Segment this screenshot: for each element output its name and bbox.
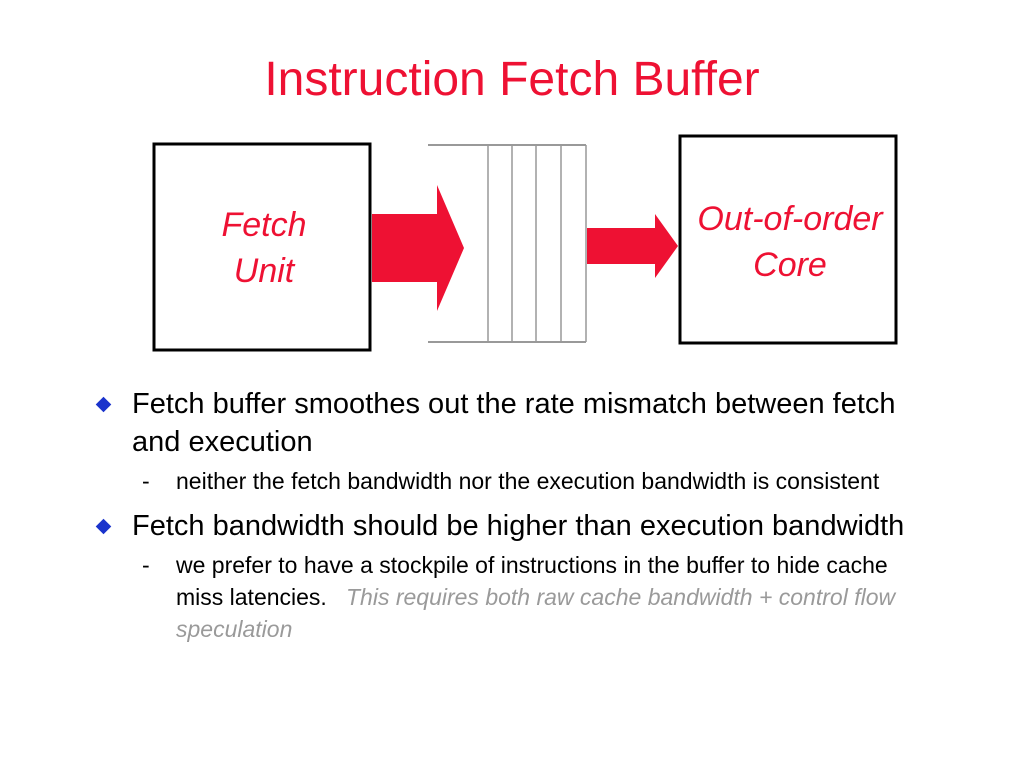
- fetch-buffer: [428, 144, 587, 343]
- bullet-list: Fetch buffer smoothes out the rate misma…: [92, 385, 932, 655]
- sub-bullet-list: - we prefer to have a stockpile of instr…: [132, 549, 932, 645]
- fetch-unit-label-line1: Fetch: [221, 206, 306, 244]
- diamond-bullet-icon: [95, 396, 112, 413]
- fetch-unit-box: [152, 142, 372, 352]
- sub-bullet-list: - neither the fetch bandwidth nor the ex…: [132, 465, 932, 497]
- bullet-text: Fetch bandwidth should be higher than ex…: [132, 510, 905, 542]
- core-label-line1: Out-of-order: [697, 200, 884, 238]
- fetch-to-buffer-arrow: [372, 185, 464, 311]
- sub-bullet-item: - neither the fetch bandwidth nor the ex…: [132, 465, 932, 497]
- sub-bullet-text: neither the fetch bandwidth nor the exec…: [176, 468, 880, 494]
- slide-title: Instruction Fetch Buffer: [264, 53, 760, 106]
- core-label-line2: Core: [753, 246, 827, 284]
- bullet-item: Fetch buffer smoothes out the rate misma…: [92, 385, 932, 497]
- diamond-bullet-icon: [95, 518, 112, 535]
- dash-marker: -: [142, 468, 150, 494]
- fetch-unit-label-line2: Unit: [234, 252, 296, 290]
- buffer-to-core-arrow: [587, 214, 678, 278]
- dash-marker: -: [142, 552, 150, 578]
- bullet-text: Fetch buffer smoothes out the rate misma…: [132, 388, 896, 458]
- core-box: [678, 134, 898, 345]
- sub-bullet-item: - we prefer to have a stockpile of instr…: [132, 549, 932, 645]
- speculation-note: This requires both raw cache bandwidth +…: [176, 584, 896, 642]
- bullet-item: Fetch bandwidth should be higher than ex…: [92, 507, 932, 645]
- sub-bullet-text: we prefer to have a stockpile of instruc…: [176, 552, 888, 610]
